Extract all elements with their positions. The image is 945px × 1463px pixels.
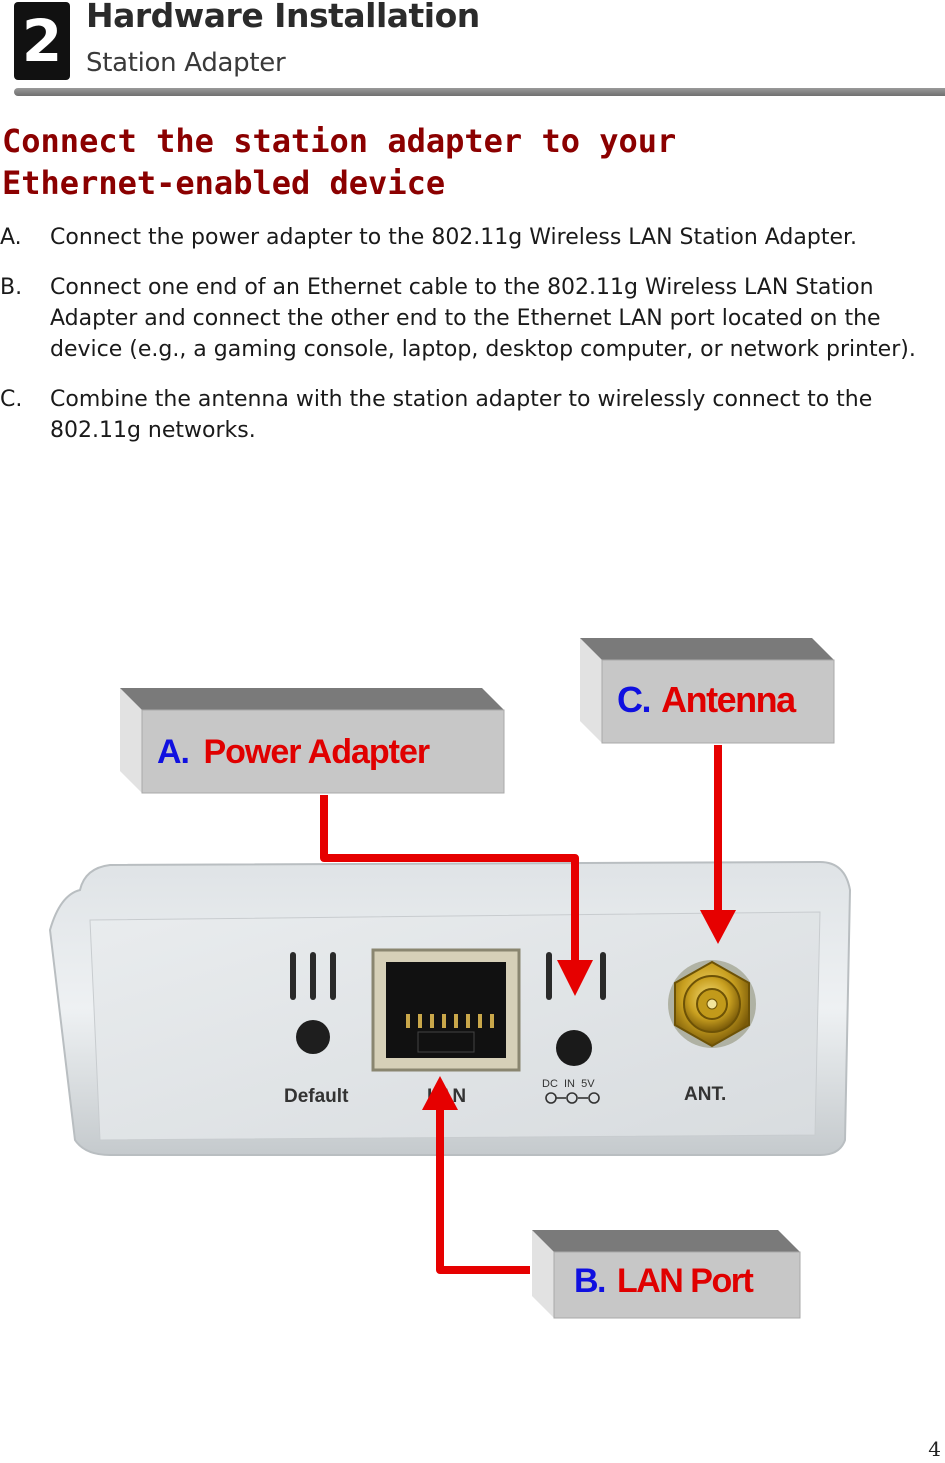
default-label: Default bbox=[284, 1086, 349, 1107]
svg-text:B. LAN Port: B. LAN Port bbox=[574, 1262, 753, 1300]
dc-in-label: DC IN 5V bbox=[542, 1078, 595, 1090]
svg-text:C. Antenna: C. Antenna bbox=[617, 679, 797, 720]
step-text: Combine the antenna with the station ada… bbox=[50, 387, 873, 443]
callout-power-adapter: A. Power Adapter bbox=[120, 688, 505, 794]
chapter-subtitle: Station Adapter bbox=[86, 48, 286, 78]
step-letter: A. bbox=[0, 225, 22, 250]
section-heading-line2: Ethernet-enabled device bbox=[2, 164, 446, 202]
chapter-title: Hardware Installation bbox=[86, 0, 480, 35]
header-divider bbox=[14, 88, 945, 96]
vent-slots-left bbox=[290, 952, 336, 1000]
arrow-lan-port bbox=[422, 1076, 530, 1274]
antenna-port-label: ANT. bbox=[684, 1084, 726, 1105]
callout-antenna-prefix: C. bbox=[617, 679, 650, 720]
polarity-icon bbox=[545, 1092, 600, 1104]
step-b: B. Connect one end of an Ethernet cable … bbox=[0, 272, 945, 365]
instruction-list: A. Connect the power adapter to the 802.… bbox=[0, 222, 945, 465]
arrow-power-adapter bbox=[320, 795, 593, 996]
step-text: Connect the power adapter to the 802.11g… bbox=[50, 225, 858, 250]
callout-lan-prefix: B. bbox=[574, 1262, 605, 1300]
step-a: A. Connect the power adapter to the 802.… bbox=[0, 222, 945, 253]
station-adapter-diagram: Default LAN DC IN 5V ANT. bbox=[48, 638, 852, 1319]
callout-antenna-label: Antenna bbox=[661, 679, 797, 720]
step-letter: C. bbox=[0, 387, 23, 412]
callout-power-label: Power Adapter bbox=[203, 733, 429, 771]
page-number: 4 bbox=[928, 1437, 941, 1461]
svg-text:A. Power Adapter: A. Power Adapter bbox=[157, 733, 430, 771]
vent-slots-right bbox=[546, 952, 606, 1000]
callout-antenna: C. Antenna bbox=[580, 638, 835, 744]
callout-lan-port: B. LAN Port bbox=[532, 1230, 801, 1319]
section-heading: Connect the station adapter to your Ethe… bbox=[2, 120, 762, 204]
chapter-number-badge: 2 bbox=[14, 2, 70, 80]
step-letter: B. bbox=[0, 275, 23, 300]
dc-power-jack bbox=[556, 1030, 592, 1066]
step-text: Connect one end of an Ethernet cable to … bbox=[50, 275, 916, 362]
callout-power-prefix: A. bbox=[157, 733, 189, 771]
step-c: C. Combine the antenna with the station … bbox=[0, 384, 945, 446]
lan-port bbox=[371, 948, 521, 1072]
arrow-antenna bbox=[700, 745, 736, 944]
reset-button-hole bbox=[296, 1020, 330, 1054]
callout-lan-label: LAN Port bbox=[617, 1262, 754, 1300]
antenna-connector bbox=[668, 960, 756, 1048]
section-heading-line1: Connect the station adapter to your bbox=[2, 122, 677, 160]
